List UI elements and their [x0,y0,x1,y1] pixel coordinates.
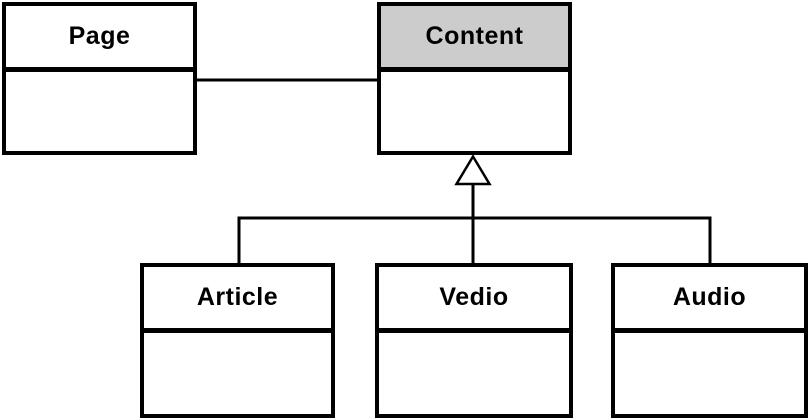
class-body-article [144,333,331,414]
class-header-vedio: Vedio [379,267,569,333]
inheritance-arrow-icon [454,154,492,186]
class-box-page: Page [2,2,197,155]
class-name-label: Audio [672,283,747,311]
class-name-label: Article [196,283,279,311]
class-box-vedio: Vedio [375,263,573,418]
class-box-content: Content [377,2,572,155]
class-body-vedio [379,333,569,414]
class-name-label: Page [68,22,131,50]
class-header-audio: Audio [615,267,804,333]
class-body-content [381,72,568,151]
class-header-content: Content [381,6,568,72]
class-box-audio: Audio [611,263,808,418]
class-header-page: Page [6,6,193,72]
class-body-page [6,72,193,151]
class-header-article: Article [144,267,331,333]
class-name-label: Content [425,22,524,50]
class-box-article: Article [140,263,335,418]
class-body-audio [615,333,804,414]
class-name-label: Vedio [439,283,509,311]
